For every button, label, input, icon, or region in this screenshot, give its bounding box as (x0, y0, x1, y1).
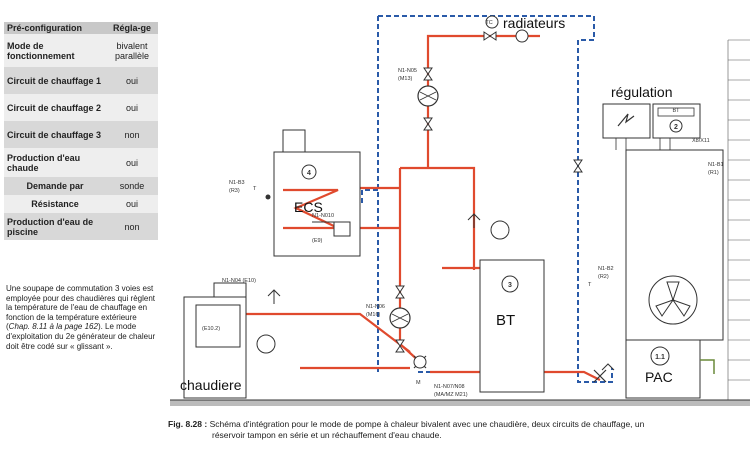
caption-line-1: Schéma d'intégration pour le mode de pom… (207, 419, 645, 429)
buffer-tank (479, 259, 545, 393)
component-codes: N1-N05 (M13) TC N1-B3 (R3) T N1-N010 (E9… (202, 20, 724, 398)
code-n107: N1-N07/N08 (434, 384, 465, 390)
label-regulation: régulation (611, 84, 673, 100)
config-row: Production d'eau de piscine non (4, 213, 158, 240)
code-e9: (E9) (312, 238, 323, 244)
code-pump-m13: N1-N05 (398, 68, 417, 74)
config-row-label: Production d'eau de piscine (4, 213, 106, 240)
code-r1: (R1) (708, 170, 719, 176)
config-row-label: Circuit de chauffage 2 (4, 94, 106, 121)
code-bt-display: BT (672, 108, 680, 114)
config-row: Demande par sonde (4, 177, 158, 195)
code-pump-m16-id: (M16) (366, 312, 381, 318)
config-row: Mode de fonctionnement bivalent parallèl… (4, 34, 158, 67)
config-row: Circuit de chauffage 3 non (4, 121, 158, 148)
note-text: Une soupape de commutation 3 voies est e… (6, 284, 155, 332)
ground-line (170, 399, 750, 406)
wall-hatch (727, 39, 750, 400)
label-chaudiere: chaudiere (180, 377, 242, 393)
valves (395, 31, 607, 383)
code-r2: (R2) (598, 274, 609, 280)
caption-figure-number: Fig. 8.28 : (168, 419, 208, 429)
code-t-bt: T (588, 282, 592, 288)
configuration-table: Pré-configuration Régla-ge Mode de fonct… (4, 22, 158, 240)
config-row: Circuit de chauffage 2 oui (4, 94, 158, 121)
config-row-label: Production d'eau chaude (4, 148, 106, 177)
config-row-value: sonde (106, 177, 158, 195)
number-regulation: 2 (674, 124, 678, 131)
code-b1: N1-B1 (708, 162, 724, 168)
config-row-label: Résistance (4, 195, 106, 213)
pump-m13 (417, 85, 439, 107)
label-pac: PAC (645, 369, 673, 385)
config-header-label: Pré-configuration (4, 22, 106, 34)
config-row-label: Mode de fonctionnement (4, 34, 106, 67)
heat-pump-unit (625, 149, 724, 399)
config-row-value: non (106, 121, 158, 148)
number-pac: 1.1 (655, 354, 665, 361)
config-header-row: Pré-configuration Régla-ge (4, 22, 158, 34)
config-row: Circuit de chauffage 1 oui (4, 67, 158, 94)
code-x8: X8/X11 (692, 138, 710, 144)
label-radiateurs: radiateurs (503, 15, 565, 31)
hot-water-tank (265, 129, 361, 257)
note-reference: Chap. 8.11 à la page 162 (8, 322, 98, 332)
main-labels: radiateurs régulation ECS BT chaudiere P… (180, 15, 673, 393)
config-row-value: non (106, 213, 158, 240)
label-bt: BT (496, 312, 515, 329)
config-row-label: Circuit de chauffage 1 (4, 67, 106, 94)
config-row-value: oui (106, 148, 158, 177)
code-r3: (R3) (229, 188, 240, 194)
pump-m16 (389, 307, 411, 329)
config-row-label: Demande par (4, 177, 106, 195)
code-m: M (416, 380, 421, 386)
number-ecs: 4 (307, 170, 311, 177)
config-row-value: bivalent parallèle (106, 34, 158, 67)
config-header-value: Régla-ge (106, 22, 158, 34)
code-n1010: N1-N010 (312, 213, 334, 219)
code-mamz: (MA/MZ M21) (434, 392, 468, 398)
code-b3: N1-B3 (229, 180, 245, 186)
code-tc: TC (485, 20, 492, 26)
config-row-value: oui (106, 195, 158, 213)
component-numbers: 4 3 2 1.1 (307, 124, 678, 361)
config-row-value: oui (106, 94, 158, 121)
figure-caption: Fig. 8.28 : Schéma d'intégration pour le… (168, 419, 750, 441)
code-n104: N1-N04 (E10) (222, 278, 256, 284)
label-ecs: ECS (294, 199, 323, 215)
boiler (183, 282, 247, 399)
caption-line-2: réservoir tampon en série et un réchauff… (212, 430, 442, 440)
explanatory-note: Une soupape de commutation 3 voies est e… (6, 284, 158, 351)
number-bt: 3 (508, 282, 512, 289)
code-b2: N1-B2 (598, 266, 614, 272)
code-e102: (E10.2) (202, 326, 220, 332)
thermostatic-valve (485, 15, 529, 43)
config-row: Production d'eau chaude oui (4, 148, 158, 177)
expansion-vessels (256, 220, 510, 354)
code-pump-m16: N1-N06 (366, 304, 385, 310)
note-text: ). Le mode d'exploitation du 2e générate… (6, 322, 156, 351)
regulation-box (602, 103, 701, 150)
safety-valves (267, 213, 615, 371)
config-row-value: oui (106, 67, 158, 94)
config-row-label: Circuit de chauffage 3 (4, 121, 106, 148)
code-t-ecs: T (253, 186, 257, 192)
config-row: Résistance oui (4, 195, 158, 213)
code-pump-m13-id: (M13) (398, 76, 413, 82)
